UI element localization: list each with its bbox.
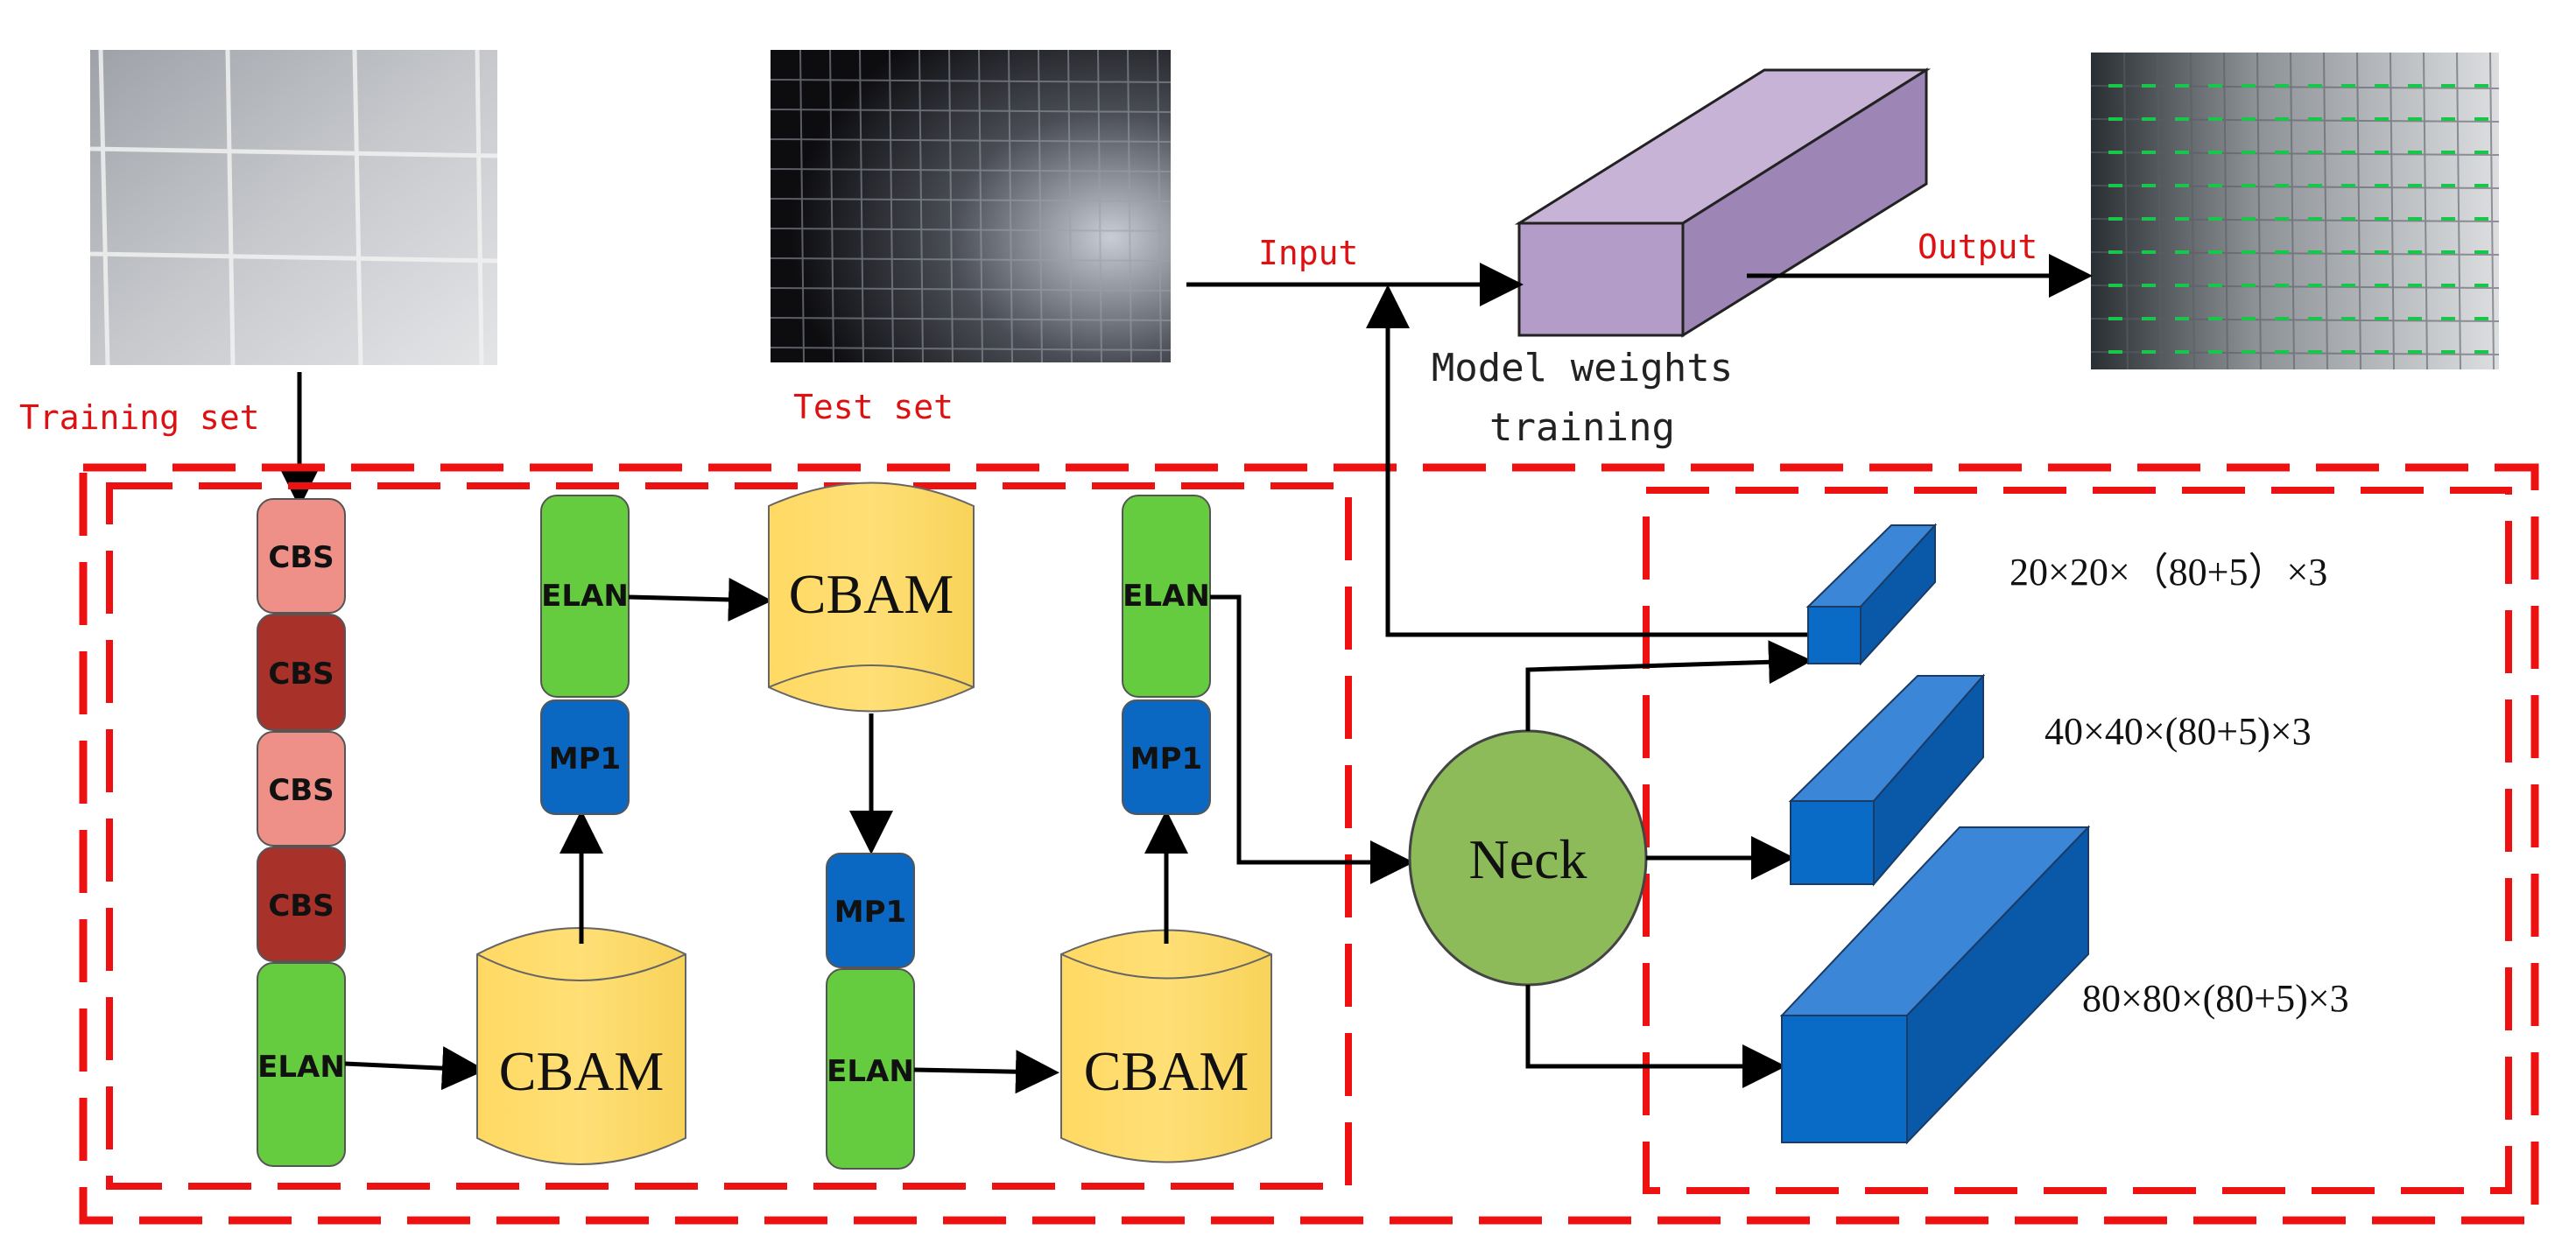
- elan-block-3: ELAN: [826, 968, 915, 1170]
- elan-block-4: ELAN: [1122, 495, 1211, 698]
- svg-text:MP1: MP1: [549, 741, 621, 777]
- svg-text:CBS: CBS: [268, 773, 334, 808]
- head-label-80: 80×80×(80+5)×3: [2082, 977, 2349, 1020]
- elan-block-1: ELAN: [257, 962, 346, 1167]
- svg-text:CBAM: CBAM: [1084, 1040, 1249, 1102]
- head-box-medium: [1788, 673, 1986, 887]
- model-label-line2: training: [1489, 405, 1675, 450]
- svg-text:CBS: CBS: [268, 889, 334, 924]
- elan-block-2: ELAN: [540, 495, 630, 698]
- outer-dashed-frame: [79, 463, 2539, 1225]
- svg-text:MP1: MP1: [834, 895, 906, 930]
- input-label: Input: [1258, 234, 1358, 272]
- head-box-large: [1779, 825, 2091, 1145]
- test-set-image: [770, 49, 1172, 363]
- model-label-line1: Model weights: [1432, 346, 1733, 390]
- cbam-block-3: CBAM: [1060, 929, 1272, 1163]
- test-set-label: Test set: [793, 388, 954, 426]
- svg-text:CBAM: CBAM: [499, 1040, 665, 1102]
- svg-text:CBS: CBS: [268, 540, 334, 575]
- head-label-20: 20×20×（80+5）×3: [2009, 551, 2327, 594]
- cbs-block-3: CBS: [257, 731, 346, 847]
- training-set-label: Training set: [19, 398, 260, 437]
- svg-text:ELAN: ELAN: [1123, 579, 1210, 614]
- mp1-block-3: MP1: [1122, 699, 1211, 815]
- cbs-block-4: CBS: [257, 847, 346, 962]
- cbs-block-2: CBS: [257, 614, 346, 731]
- head-label-40: 40×40×(80+5)×3: [2045, 710, 2312, 753]
- model-weights-box: [1514, 67, 1932, 338]
- mp1-block-1: MP1: [540, 699, 630, 815]
- svg-text:MP1: MP1: [1130, 741, 1202, 777]
- svg-text:ELAN: ELAN: [541, 579, 629, 614]
- svg-text:CBAM: CBAM: [789, 563, 954, 625]
- backbone-dashed-frame: [106, 482, 1352, 1190]
- cbs-block-1: CBS: [257, 498, 346, 614]
- neck-node: Neck: [1408, 729, 1648, 987]
- cbam-block-2: CBAM: [768, 481, 975, 713]
- svg-text:ELAN: ELAN: [257, 1050, 345, 1085]
- cbam-block-1: CBAM: [476, 927, 686, 1165]
- head-box-small: [1805, 523, 1938, 666]
- mp1-block-2: MP1: [826, 853, 915, 968]
- svg-text:ELAN: ELAN: [827, 1054, 914, 1089]
- output-label: Output: [1918, 228, 2038, 266]
- svg-text:CBS: CBS: [268, 657, 334, 692]
- output-image: [2090, 52, 2500, 370]
- training-set-image: [89, 49, 498, 366]
- svg-text:Neck: Neck: [1468, 828, 1587, 890]
